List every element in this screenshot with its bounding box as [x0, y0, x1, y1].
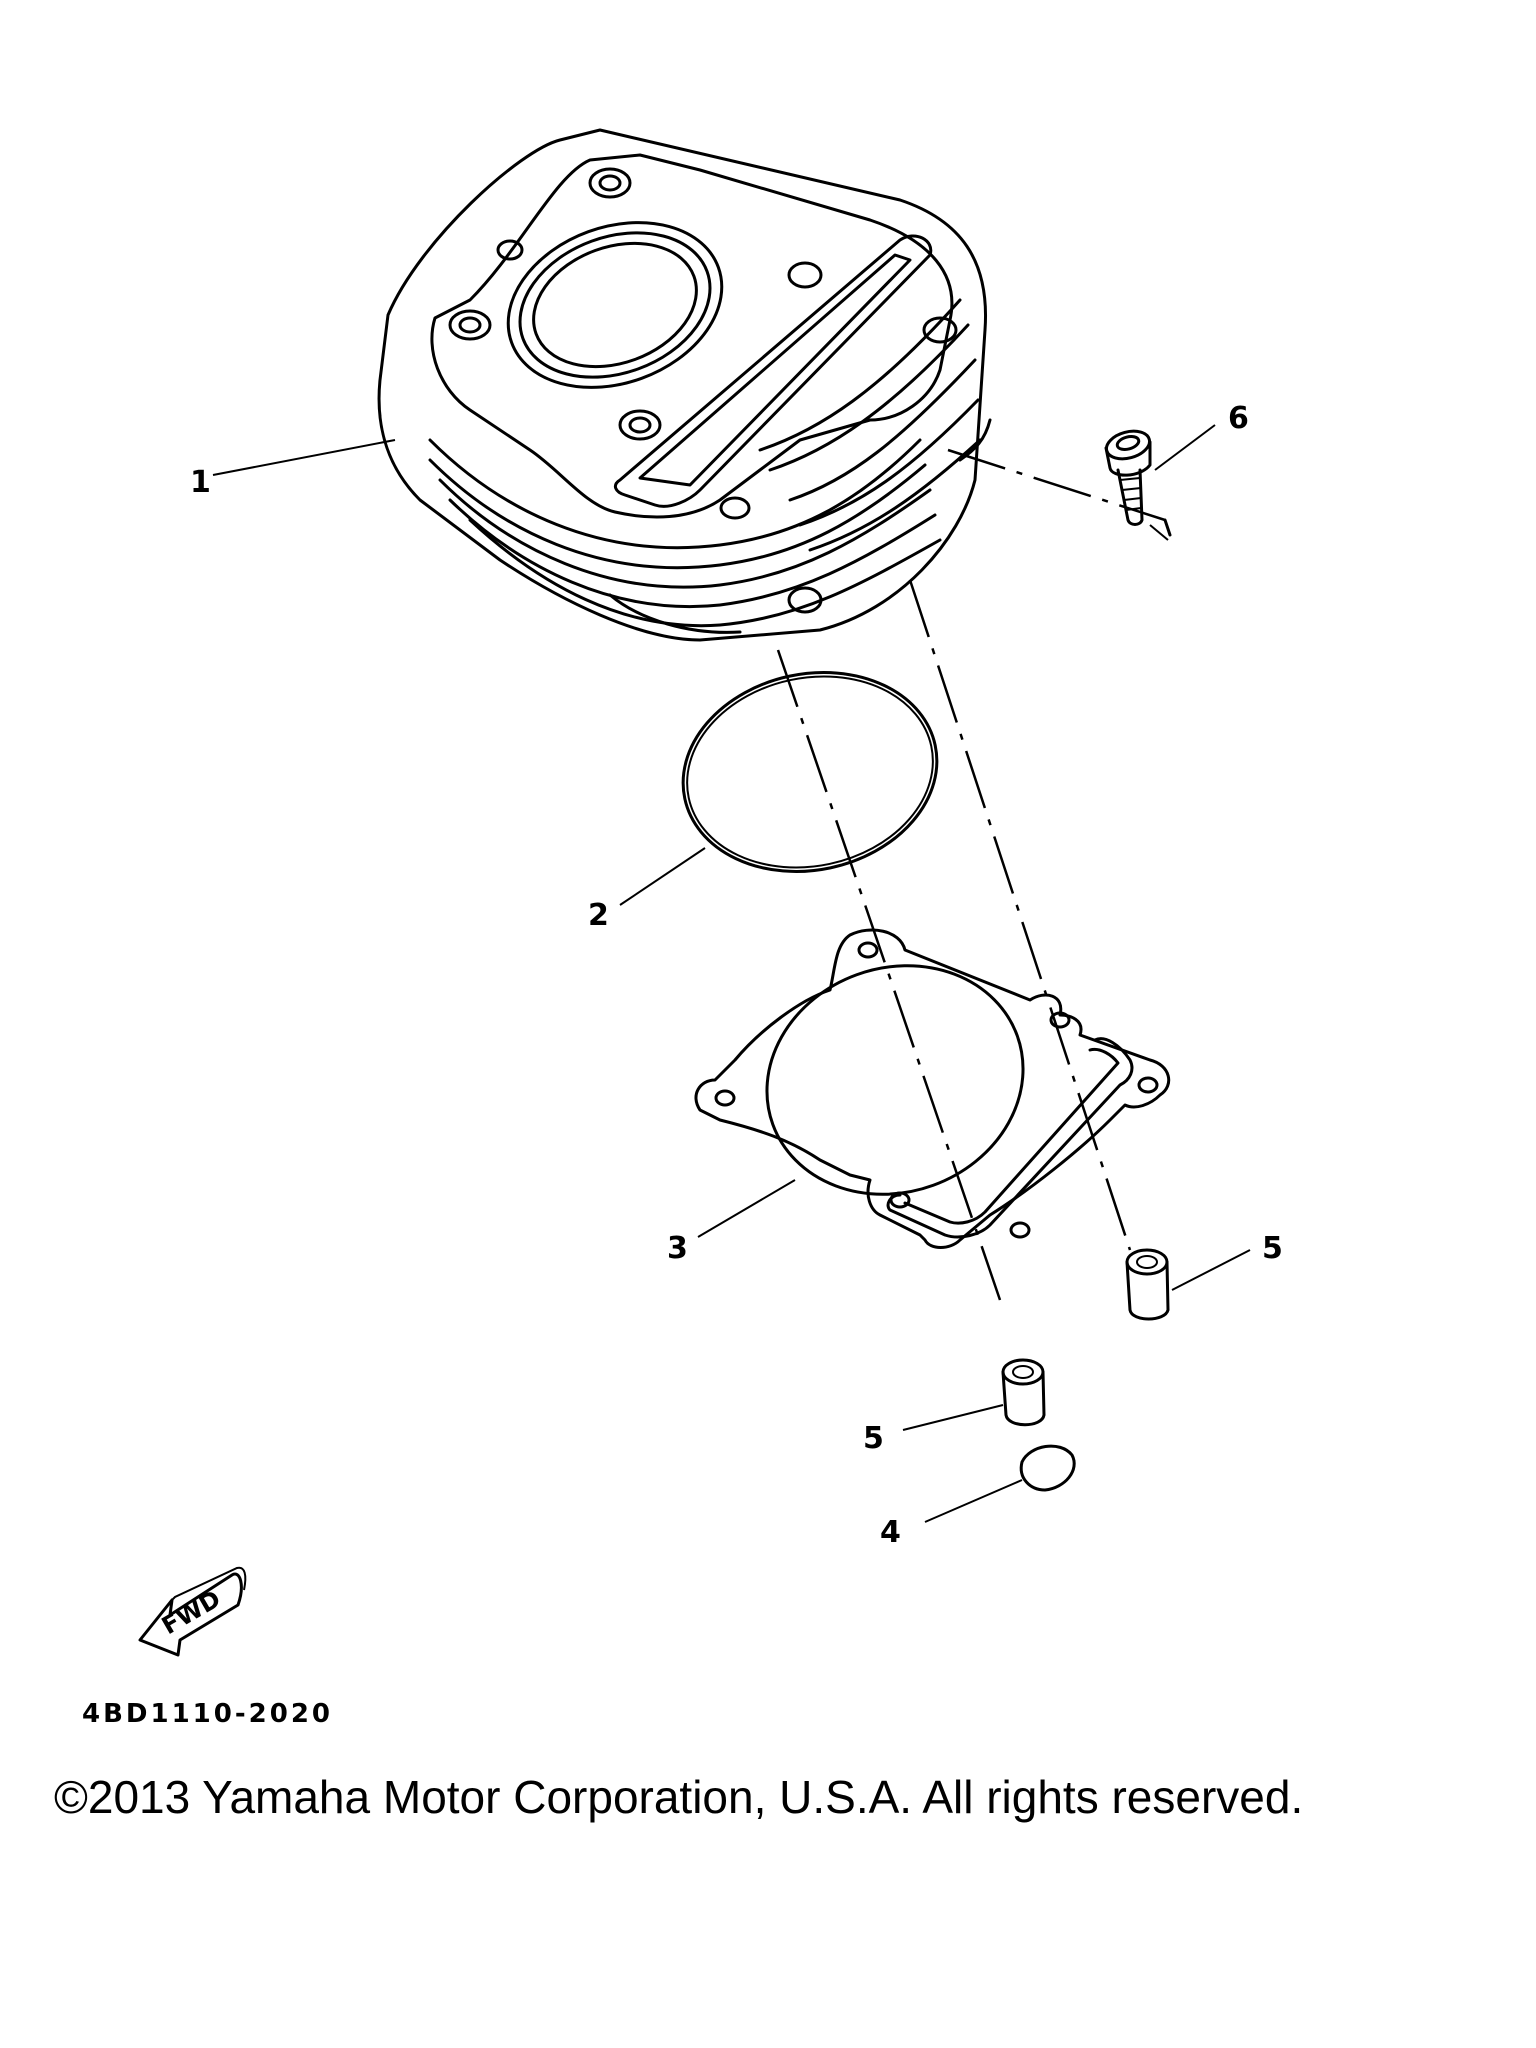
forward-arrow-icon: FWD	[138, 1566, 247, 1657]
leader-lines	[212, 424, 1251, 1523]
alignment-lines	[776, 448, 1172, 1301]
dowel-pin-part-5-right	[1125, 1248, 1170, 1321]
callout-3: 3	[667, 1231, 688, 1266]
cylinder-part-1	[377, 128, 992, 642]
callout-4: 4	[880, 1515, 901, 1550]
copyright-notice: ©2013 Yamaha Motor Corporation, U.S.A. A…	[54, 1771, 1304, 1823]
drawing-code: 4BD1110-2020	[82, 1699, 333, 1729]
plug-part-4	[1019, 1444, 1076, 1492]
callout-1: 1	[190, 465, 211, 500]
callout-5-left: 5	[863, 1421, 884, 1456]
base-gasket-part-3	[694, 928, 1171, 1249]
o-ring-part-2	[681, 671, 939, 873]
dowel-pin-part-5-left	[1001, 1358, 1046, 1427]
callout-5-right: 5	[1262, 1231, 1283, 1266]
callout-6: 6	[1228, 401, 1249, 436]
bolt-part-6	[1104, 429, 1152, 526]
callout-2: 2	[588, 898, 609, 933]
